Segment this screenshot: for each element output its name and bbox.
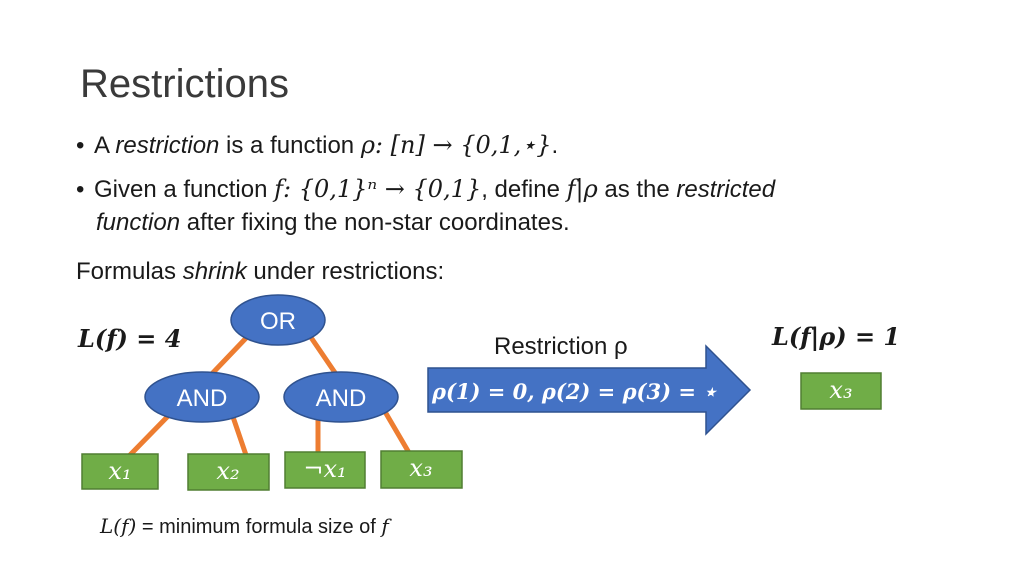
node-and-right: AND [283,371,399,423]
leaf-x2: x₂ [187,453,270,491]
node-or-label: OR [260,308,296,335]
result-leaf-x3: x₃ [800,372,882,410]
result-leaf-x3-label: x₃ [829,376,852,404]
term-shrink: shrink [182,258,247,285]
footnote-math-lf: L(f) [100,514,137,538]
leaf-x3: x₃ [380,450,463,489]
bullet-restricted-function: •Given a function f: {0,1}ⁿ → {0,1}, def… [76,175,776,203]
math-restricted-f: f|ρ [566,175,598,203]
edge-and-right-x3 [381,407,411,454]
restriction-arrow-text: ρ(1) = 0, ρ(2) = ρ(3) = ⋆ [431,379,717,404]
formulas-shrink-line: Formulas shrink under restrictions: [76,258,445,285]
restriction-label: Restriction ρ [494,333,628,360]
leaf-not-x1: ¬x₁ [284,451,366,489]
footnote-formula-size: L(f) = minimum formula size of f [100,514,389,538]
formula-size-restricted: L(f|ρ) = 1 [772,322,901,351]
bullet-continuation: function after fixing the non-star coord… [96,209,570,236]
bullet-dot: • [76,176,85,203]
math-function-signature: f: {0,1}ⁿ → {0,1} [274,175,482,203]
edge-and-left-x1 [127,409,175,458]
leaf-not-x1-label: ¬x₁ [303,455,346,483]
term-restricted: restricted [676,176,776,203]
leaf-x3-label: x₃ [409,454,432,482]
leaf-x2-label: x₂ [216,457,239,485]
node-and-left-label: AND [177,385,228,412]
bullet-restriction-definition: •A restriction is a function ρ: [n] → {0… [76,131,559,159]
node-and-right-label: AND [316,385,367,412]
leaf-x1: x₁ [81,453,159,490]
restriction-arrow: ρ(1) = 0, ρ(2) = ρ(3) = ⋆ [427,344,752,436]
term-restriction: restriction [115,132,220,159]
bullet-dot: • [76,132,85,159]
leaf-x1-label: x₁ [108,457,131,485]
math-restriction-signature: ρ: [n] → {0,1,⋆} [360,131,552,159]
edge-and-left-x2 [229,411,249,458]
node-or: OR [230,294,326,346]
term-function: function [96,209,181,236]
footnote-math-f: f [381,514,389,538]
formula-size-original: L(f) = 4 [78,324,182,353]
slide-title: Restrictions [80,62,289,106]
node-and-left: AND [144,371,260,423]
